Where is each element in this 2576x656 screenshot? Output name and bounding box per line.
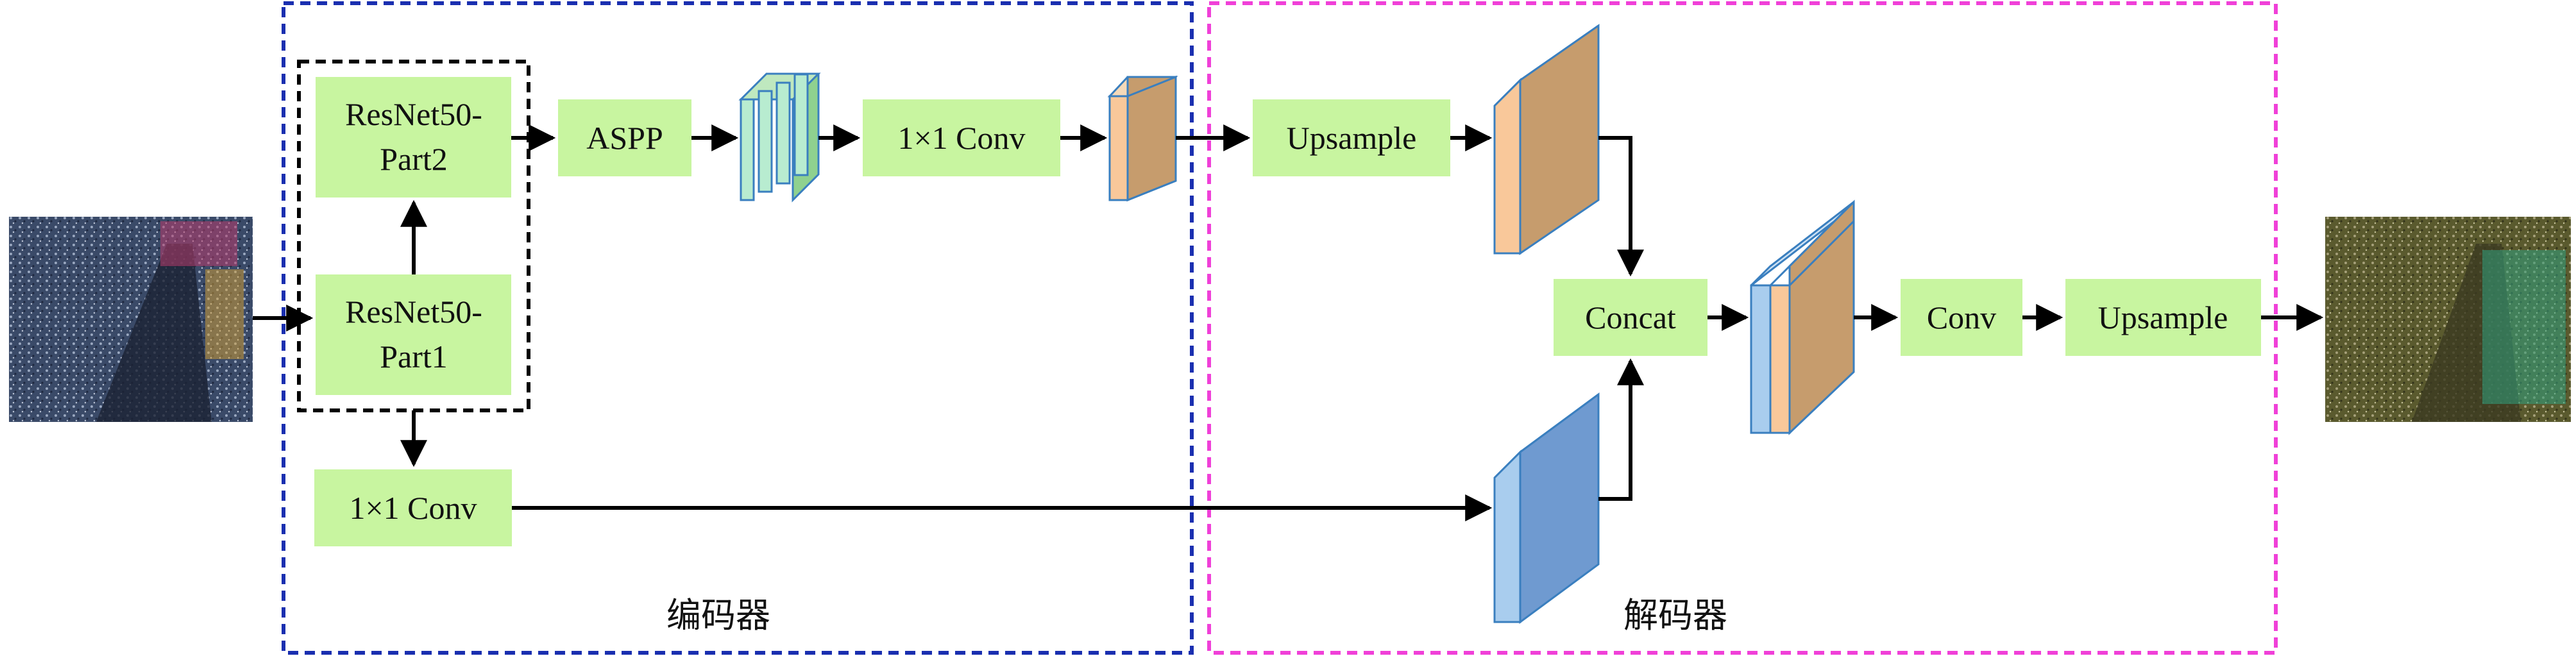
encoder-region — [282, 1, 1194, 655]
upsample-output-node: Upsample — [2065, 279, 2261, 356]
aspp-label: ASPP — [586, 120, 663, 156]
encoder-output-feature-map — [1107, 75, 1178, 202]
connections — [253, 124, 2324, 521]
concat-label: Concat — [1585, 299, 1676, 335]
conv1x1-top-label: 1×1 Conv — [897, 120, 1025, 156]
decoder-caption: 解码器 — [1623, 595, 1727, 635]
concat-feature-map — [1750, 199, 1855, 435]
upsample-decoder-node: Upsample — [1253, 99, 1450, 176]
output-image — [2325, 217, 2571, 422]
concat-node: Concat — [1554, 279, 1707, 356]
resnet-part2-label-line1: ResNet50- — [345, 96, 482, 132]
arrow-lowlevel-to-concat — [1598, 358, 1644, 501]
resnet-part1-node: ResNet50- Part1 — [316, 274, 511, 395]
upsample-output-label: Upsample — [2098, 299, 2228, 335]
conv-label: Conv — [1927, 299, 1996, 335]
arrow-upsampled-to-concat — [1598, 136, 1644, 277]
resnet-part1-label-line1: ResNet50- — [345, 294, 482, 330]
conv1x1-top-node: 1×1 Conv — [863, 99, 1060, 176]
resnet-part2-node: ResNet50- Part2 — [316, 77, 511, 198]
upsampled-feature-map — [1493, 24, 1600, 255]
encoder-caption: 编码器 — [666, 595, 770, 635]
conv1x1-bottom-label: 1×1 Conv — [349, 490, 477, 526]
aspp-feature-map — [738, 72, 821, 203]
decoder-region — [1207, 1, 2278, 655]
low-level-feature-map — [1493, 392, 1600, 624]
conv1x1-bottom-node: 1×1 Conv — [314, 469, 512, 546]
input-image — [9, 217, 253, 422]
resnet-part2-label-line2: Part2 — [380, 141, 448, 177]
resnet-part1-label-line2: Part1 — [380, 339, 448, 374]
aspp-node: ASPP — [558, 99, 691, 176]
upsample-decoder-label: Upsample — [1287, 120, 1417, 156]
conv-node: Conv — [1901, 279, 2022, 356]
